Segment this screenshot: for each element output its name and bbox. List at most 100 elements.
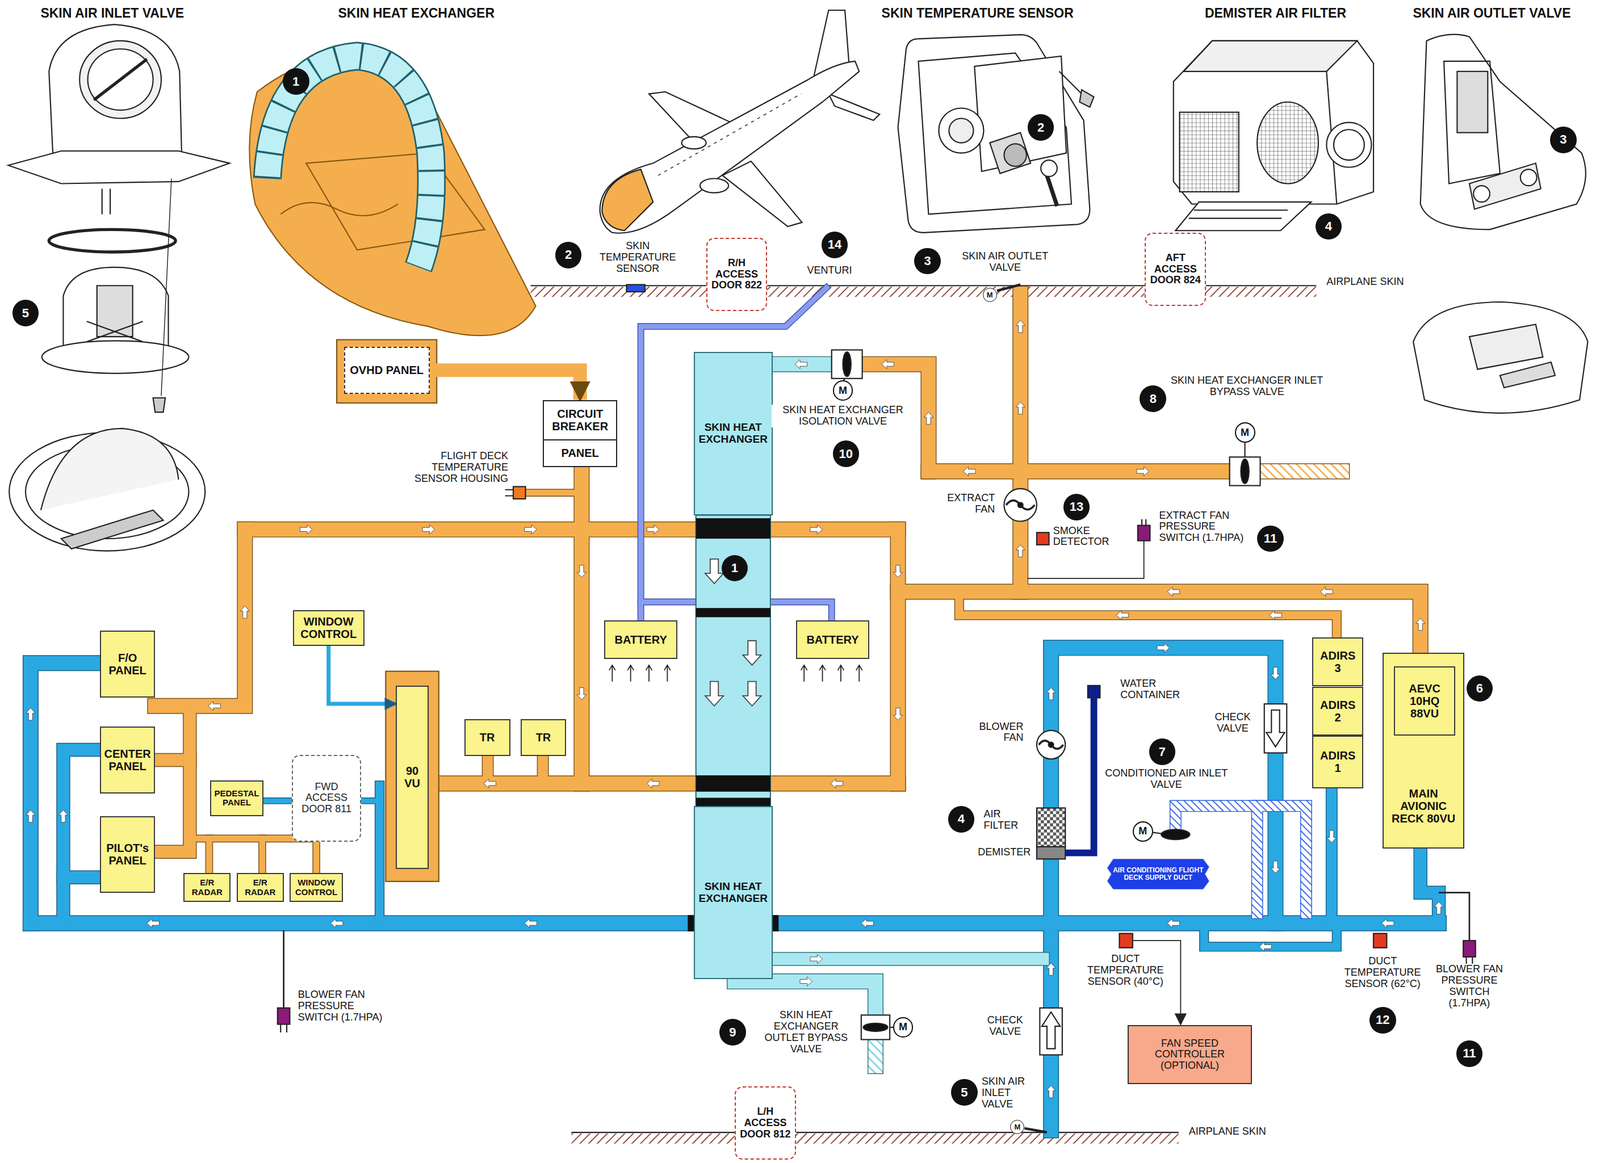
- extract-duct: [537, 756, 550, 785]
- duct-banner-shape: [1107, 859, 1210, 890]
- flow-arrow: [742, 681, 761, 707]
- flow-arrow: [810, 525, 823, 535]
- airplane-illustration: [700, 178, 729, 194]
- part-label: SKIN HEAT EXCHANGER OUTLET BYPASS VALVE: [757, 1010, 855, 1055]
- heat-exchanger-core: [696, 775, 771, 793]
- filter-symbol: [1036, 847, 1066, 860]
- panel-box: CENTER PANEL: [99, 726, 156, 795]
- duct-connector: [328, 646, 397, 705]
- motor-symbol: M: [832, 380, 854, 401]
- flow-arrow: [208, 701, 221, 711]
- flow-arrow: [58, 810, 68, 823]
- extract-duct: [928, 463, 1230, 480]
- sensor-symbol: [282, 930, 285, 1009]
- callout-number: 4: [948, 806, 975, 833]
- box-text: BATTERY: [799, 633, 866, 647]
- box-text: ADIRS 1: [1315, 749, 1360, 775]
- part-label: WATER CONTAINER: [1120, 678, 1208, 702]
- fan-symbol: [1018, 502, 1024, 508]
- outlet-valve-illustration: [1413, 302, 1588, 414]
- airplane-illustration: [722, 161, 802, 227]
- valve-symbol: [831, 349, 863, 379]
- callout-number: 11: [1456, 1040, 1484, 1068]
- exchanger-duct: [868, 1040, 883, 1067]
- extract-duct: [155, 706, 190, 853]
- blower-duct: [1420, 848, 1439, 924]
- airplane-illustration: [828, 93, 880, 121]
- valve-symbol: [1244, 442, 1246, 458]
- extract-duct: [537, 756, 548, 785]
- exchanger-duct: [770, 953, 1044, 966]
- access-door: R/H ACCESS DOOR 822: [706, 237, 768, 312]
- heat-exchanger-illustration: [267, 56, 432, 268]
- valve-symbol: [997, 284, 1021, 291]
- check-valve-symbol: [1264, 704, 1288, 753]
- outlet-valve-illustration: [1443, 61, 1501, 184]
- flow-arrow: [330, 919, 343, 929]
- check-valve-symbol: [1266, 710, 1285, 748]
- sensor-illustration: [918, 52, 1072, 215]
- box-text: WINDOW CONTROL: [292, 878, 340, 898]
- box-text: 90 VU: [399, 764, 426, 790]
- control-box: WINDOW CONTROL: [292, 610, 365, 647]
- venturi-line: [641, 287, 827, 621]
- heat-arrow: [856, 665, 863, 682]
- callout-number: 14: [821, 231, 849, 259]
- airplane-illustration: [601, 169, 653, 231]
- blower-duct: [63, 750, 100, 924]
- flow-arrow: [963, 466, 977, 476]
- conditioned-air-duct: [1257, 806, 1306, 914]
- box-text: BATTERY: [607, 633, 674, 647]
- box-text: PEDESTAL PANEL: [212, 789, 261, 808]
- outlet-valve-illustration: [1456, 71, 1488, 133]
- illustrations: [7, 10, 1588, 552]
- part-label: SKIN HEAT EXCHANGER INLET BYPASS VALVE: [1170, 375, 1324, 399]
- blower-duct: [1050, 647, 1276, 1131]
- bypass-duct: [1260, 470, 1343, 472]
- part-label: DUCT TEMPERATURE SENSOR (62°C): [1336, 956, 1429, 990]
- flow-arrow: [830, 778, 844, 789]
- aevc-box: AEVC 10HQ 88VU: [1393, 666, 1456, 736]
- controller-box: FAN SPEED CONTROLLER (OPTIONAL): [1127, 1025, 1252, 1085]
- sensor-illustration: [1040, 160, 1058, 177]
- control-box: WINDOW CONTROL: [289, 873, 343, 902]
- extract-duct: [1012, 294, 1029, 593]
- valve-symbol: [1229, 457, 1261, 486]
- outlet-valve-illustration: [1469, 163, 1541, 210]
- part-label: VENTURI: [793, 265, 866, 277]
- component-title: DEMISTER AIR FILTER: [1163, 6, 1388, 21]
- callout-number: 12: [1369, 1007, 1397, 1034]
- outlet-valve-illustration: [1473, 185, 1490, 203]
- part-label: BLOWER FAN PRESSURE SWITCH (1.7HPA): [1432, 964, 1506, 1009]
- sensor-symbol: [513, 486, 526, 500]
- flow-arrow: [422, 525, 435, 535]
- inlet-valve-illustration: [42, 340, 190, 374]
- extract-duct: [574, 467, 589, 784]
- extract-duct: [312, 838, 321, 874]
- motor-symbol: M: [1132, 821, 1154, 843]
- water-line: [1067, 697, 1095, 853]
- blower-duct: [1204, 923, 1338, 948]
- part-label: BLOWER FAN PRESSURE SWITCH (1.7HPA): [298, 989, 385, 1024]
- extract-duct: [155, 706, 190, 853]
- flow-arrow: [524, 919, 538, 929]
- demister-illustration: [1333, 129, 1365, 161]
- extract-duct: [890, 529, 907, 785]
- part-label: SKIN HEAT EXCHANGER ISOLATION VALVE: [771, 404, 915, 428]
- callout-number: 3: [914, 248, 941, 275]
- duct-connector: [429, 370, 581, 400]
- sensor-symbol: [1137, 525, 1151, 542]
- blower-duct: [1325, 788, 1338, 924]
- flow-arrow: [1136, 466, 1150, 476]
- airplane-illustration: [681, 136, 707, 150]
- callout-number: 10: [832, 440, 860, 468]
- box-text: ADIRS 3: [1315, 649, 1360, 675]
- flow-arrow: [26, 708, 36, 721]
- extract-duct: [155, 529, 245, 707]
- valve-symbol: [1161, 829, 1190, 840]
- part-label: BLOWER FAN: [960, 721, 1024, 745]
- component-title: SKIN AIR INLET VALVE: [5, 6, 220, 21]
- sensor-symbol: [1463, 940, 1476, 958]
- exchanger-duct: [770, 356, 832, 373]
- callout-number: 2: [555, 241, 582, 269]
